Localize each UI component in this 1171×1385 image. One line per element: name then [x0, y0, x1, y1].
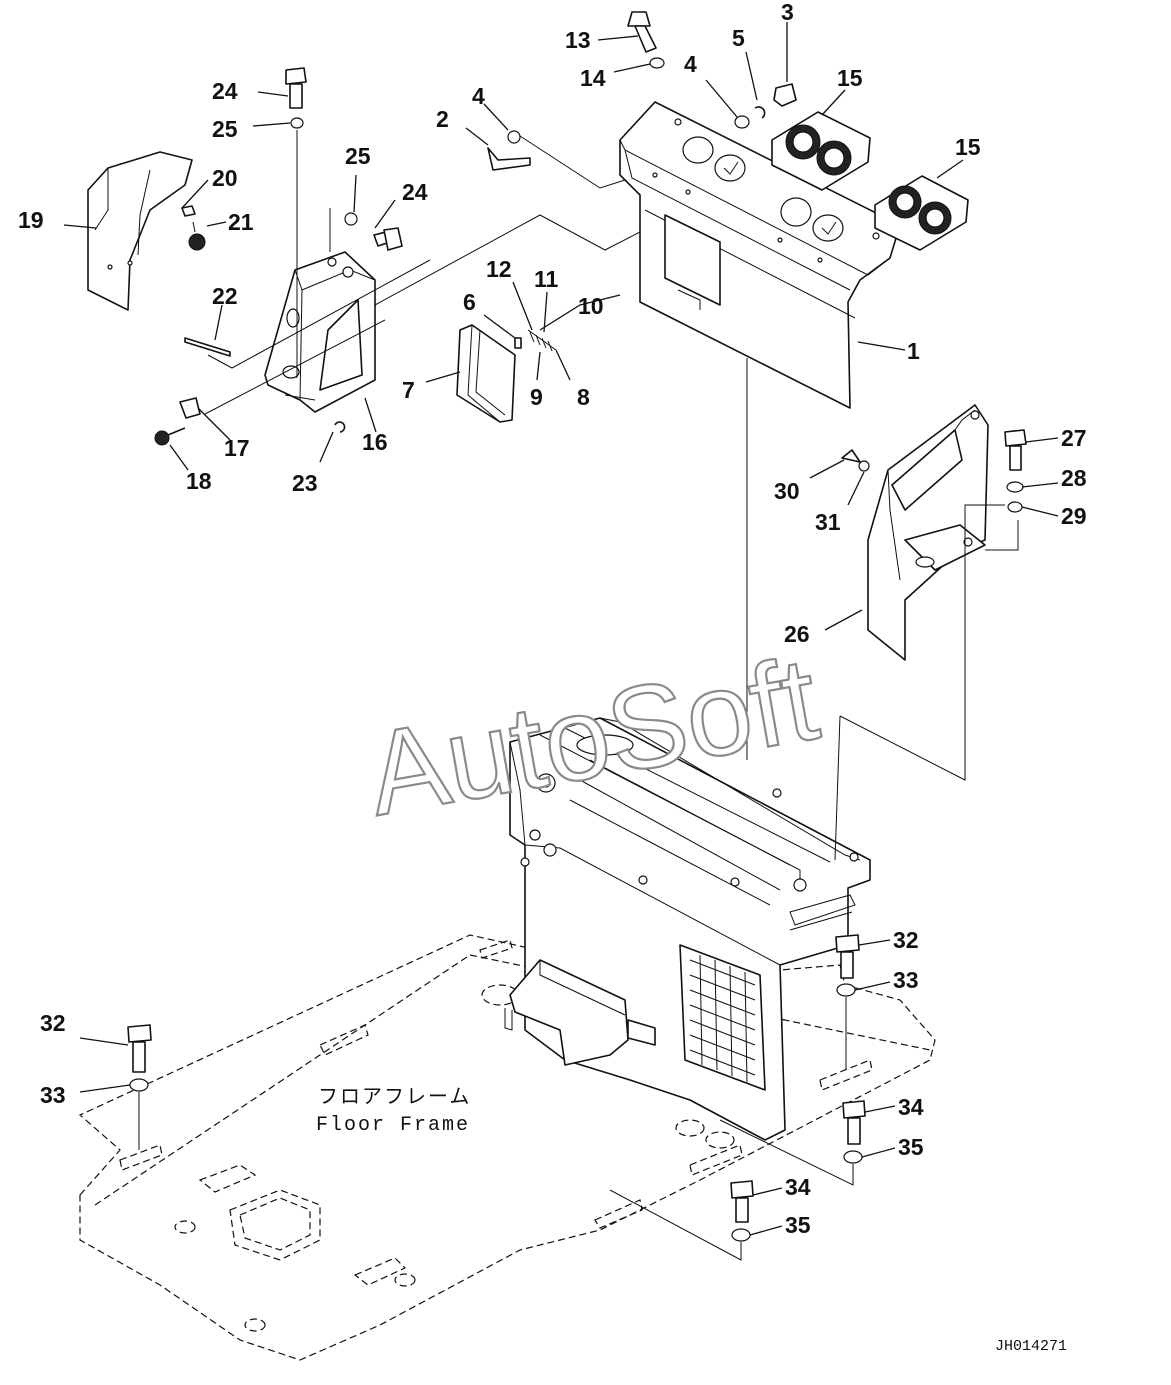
floor-frame-label-en: Floor Frame — [316, 1114, 470, 1137]
callout-2: 2 — [436, 106, 449, 132]
cover-part-7 — [456, 324, 516, 423]
callout-6: 6 — [463, 289, 476, 315]
callout-30: 30 — [774, 478, 800, 504]
callout-8: 8 — [577, 384, 590, 410]
callout-25: 25 — [345, 143, 371, 169]
callout-21: 21 — [228, 209, 254, 235]
speaker-part-15a — [771, 111, 871, 191]
callout-23: 23 — [292, 470, 318, 496]
callout-leaders — [63, 22, 1059, 1236]
hardware-32-35 — [127, 934, 866, 1242]
callout-28: 28 — [1061, 465, 1087, 491]
callout-34: 34 — [785, 1174, 811, 1200]
callout-9: 9 — [530, 384, 543, 410]
assembly-lines — [138, 130, 1019, 1261]
callout-5: 5 — [732, 25, 745, 51]
hardware-22-17-18 — [154, 337, 231, 446]
callout-17: 17 — [224, 435, 250, 461]
speaker-part-15b — [874, 175, 969, 251]
callout-20: 20 — [212, 165, 238, 191]
callout-13: 13 — [565, 27, 591, 53]
callout-26: 26 — [784, 621, 810, 647]
callout-labels: 1 2 3 4 4 5 6 7 8 9 10 11 12 13 14 15 15… — [18, 0, 1087, 1238]
side-panel-part-26 — [867, 404, 989, 661]
callout-34: 34 — [898, 1094, 924, 1120]
callout-33: 33 — [40, 1082, 66, 1108]
bracket-part-16 — [264, 251, 376, 433]
callout-11: 11 — [534, 266, 559, 292]
callout-15: 15 — [955, 134, 981, 160]
callout-35: 35 — [898, 1134, 924, 1160]
callout-4: 4 — [472, 83, 485, 109]
callout-31: 31 — [815, 509, 841, 535]
rear-panel-part-1 — [619, 101, 901, 409]
callout-15: 15 — [837, 65, 863, 91]
callout-35: 35 — [785, 1212, 811, 1238]
hardware-20-21 — [181, 205, 206, 251]
hardware-top — [487, 11, 797, 171]
callout-32: 32 — [893, 927, 919, 953]
springs-6-8-9-11-12 — [514, 329, 557, 352]
callout-25: 25 — [212, 116, 238, 142]
callout-7: 7 — [402, 377, 415, 403]
console-frame-assembly — [504, 717, 871, 1141]
callout-32: 32 — [40, 1010, 66, 1036]
callout-4: 4 — [684, 51, 697, 77]
callout-16: 16 — [362, 429, 388, 455]
callout-24: 24 — [212, 78, 238, 104]
callout-12: 12 — [486, 256, 512, 282]
callout-1: 1 — [907, 338, 920, 364]
callout-14: 14 — [580, 65, 606, 91]
callout-29: 29 — [1061, 503, 1087, 529]
floor-frame-label-jp: フロアフレーム — [318, 1086, 471, 1110]
drawing-code: JH014271 — [995, 1338, 1067, 1355]
callout-33: 33 — [893, 967, 919, 993]
hardware-24-25-left — [285, 67, 403, 251]
floor-frame: フロアフレーム Floor Frame — [78, 934, 936, 1361]
callout-10: 10 — [578, 293, 604, 319]
callout-3: 3 — [781, 0, 794, 25]
hardware-27-31 — [841, 429, 1027, 513]
side-cover-part-19 — [87, 151, 193, 311]
callout-27: 27 — [1061, 425, 1087, 451]
callout-19: 19 — [18, 207, 44, 233]
callout-18: 18 — [186, 468, 212, 494]
callout-22: 22 — [212, 283, 238, 309]
callout-24: 24 — [402, 179, 428, 205]
